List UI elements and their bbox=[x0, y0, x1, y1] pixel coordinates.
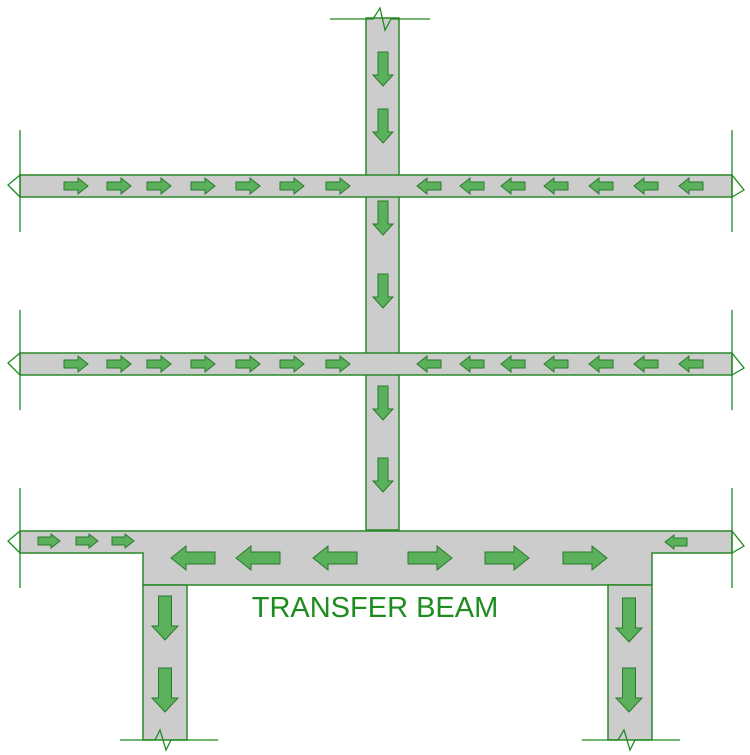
upper-column-arrow-down bbox=[371, 51, 395, 87]
left-column-break-line-bottom bbox=[120, 728, 218, 752]
right-column-break-line-bottom bbox=[582, 728, 680, 752]
column-mid-1-arrow-down bbox=[371, 273, 395, 309]
floor-beam-2-left-arrow-right bbox=[146, 354, 172, 374]
column-break-line-top bbox=[330, 6, 430, 32]
load-path-arrows bbox=[37, 51, 704, 713]
transfer-beam-label: TRANSFER BEAM bbox=[251, 592, 499, 624]
floor-beam-1-left-arrow-right bbox=[235, 176, 261, 196]
floor-beam-2-left-arrow-right bbox=[190, 354, 216, 374]
floor-beam-1-left-arrow-right bbox=[279, 176, 305, 196]
right-support-arrow-down bbox=[614, 597, 644, 643]
floor-beam-2-right-arrow-left bbox=[416, 354, 442, 374]
transfer-left-cantilever-arrow-right bbox=[111, 532, 135, 550]
upper-column-arrow-down bbox=[371, 108, 395, 144]
left-support-arrow-down bbox=[150, 667, 180, 713]
floor-beam-2-right-arrow-left bbox=[500, 354, 526, 374]
floor-beam-1-right-arrow-left bbox=[500, 176, 526, 196]
transfer-beam-left-arrow-left bbox=[312, 544, 358, 572]
floor-beam-2-left-arrow-right bbox=[63, 354, 89, 374]
transfer-beam-right-arrow-right bbox=[484, 544, 530, 572]
right-break-symbol-1 bbox=[731, 174, 745, 198]
floor-beam-1-right-arrow-left bbox=[459, 176, 485, 196]
column-mid-2-arrow-down bbox=[371, 385, 395, 421]
left-break-symbol-1 bbox=[7, 174, 21, 198]
left-break-symbol-2 bbox=[7, 352, 21, 376]
floor-beam-1-right-arrow-left bbox=[588, 176, 614, 196]
floor-beam-2-right-arrow-left bbox=[678, 354, 704, 374]
column-mid-1-arrow-down bbox=[371, 200, 395, 236]
floor-beam-2-left-arrow-right bbox=[106, 354, 132, 374]
transfer-beam-left-arrow-left bbox=[170, 544, 216, 572]
floor-beam-1-left-arrow-right bbox=[146, 176, 172, 196]
floor-beam-2-left-arrow-right bbox=[235, 354, 261, 374]
transfer-beam-right-arrow-right bbox=[562, 544, 608, 572]
floor-beam-2-right-arrow-left bbox=[543, 354, 569, 374]
floor-beam-2-left-arrow-right bbox=[325, 354, 351, 374]
transfer-beam-right-arrow-right bbox=[407, 544, 453, 572]
left-support-arrow-down bbox=[150, 595, 180, 641]
right-support-arrow-down bbox=[614, 667, 644, 713]
column-mid-2-arrow-down bbox=[371, 457, 395, 493]
transfer-right-cantilever-arrow-left bbox=[664, 533, 688, 551]
right-break-symbol-3 bbox=[731, 530, 745, 554]
floor-beam-1-left-arrow-right bbox=[106, 176, 132, 196]
floor-beam-1-left-arrow-right bbox=[63, 176, 89, 196]
transfer-beam-left-arrow-left bbox=[235, 544, 281, 572]
floor-beam-1-right-arrow-left bbox=[678, 176, 704, 196]
transfer-left-cantilever-arrow-right bbox=[37, 532, 61, 550]
floor-beam-1-right-arrow-left bbox=[633, 176, 659, 196]
floor-beam-2-right-arrow-left bbox=[459, 354, 485, 374]
floor-beam-2-right-arrow-left bbox=[633, 354, 659, 374]
left-break-symbol-3 bbox=[7, 530, 21, 554]
floor-beam-1-left-arrow-right bbox=[190, 176, 216, 196]
floor-beam-1-right-arrow-left bbox=[543, 176, 569, 196]
right-break-symbol-2 bbox=[731, 352, 745, 376]
floor-beam-2-left-arrow-right bbox=[279, 354, 305, 374]
transfer-left-cantilever-arrow-right bbox=[75, 532, 99, 550]
floor-beam-1-left-arrow-right bbox=[325, 176, 351, 196]
floor-beam-2-right-arrow-left bbox=[588, 354, 614, 374]
floor-beam-1-right-arrow-left bbox=[416, 176, 442, 196]
